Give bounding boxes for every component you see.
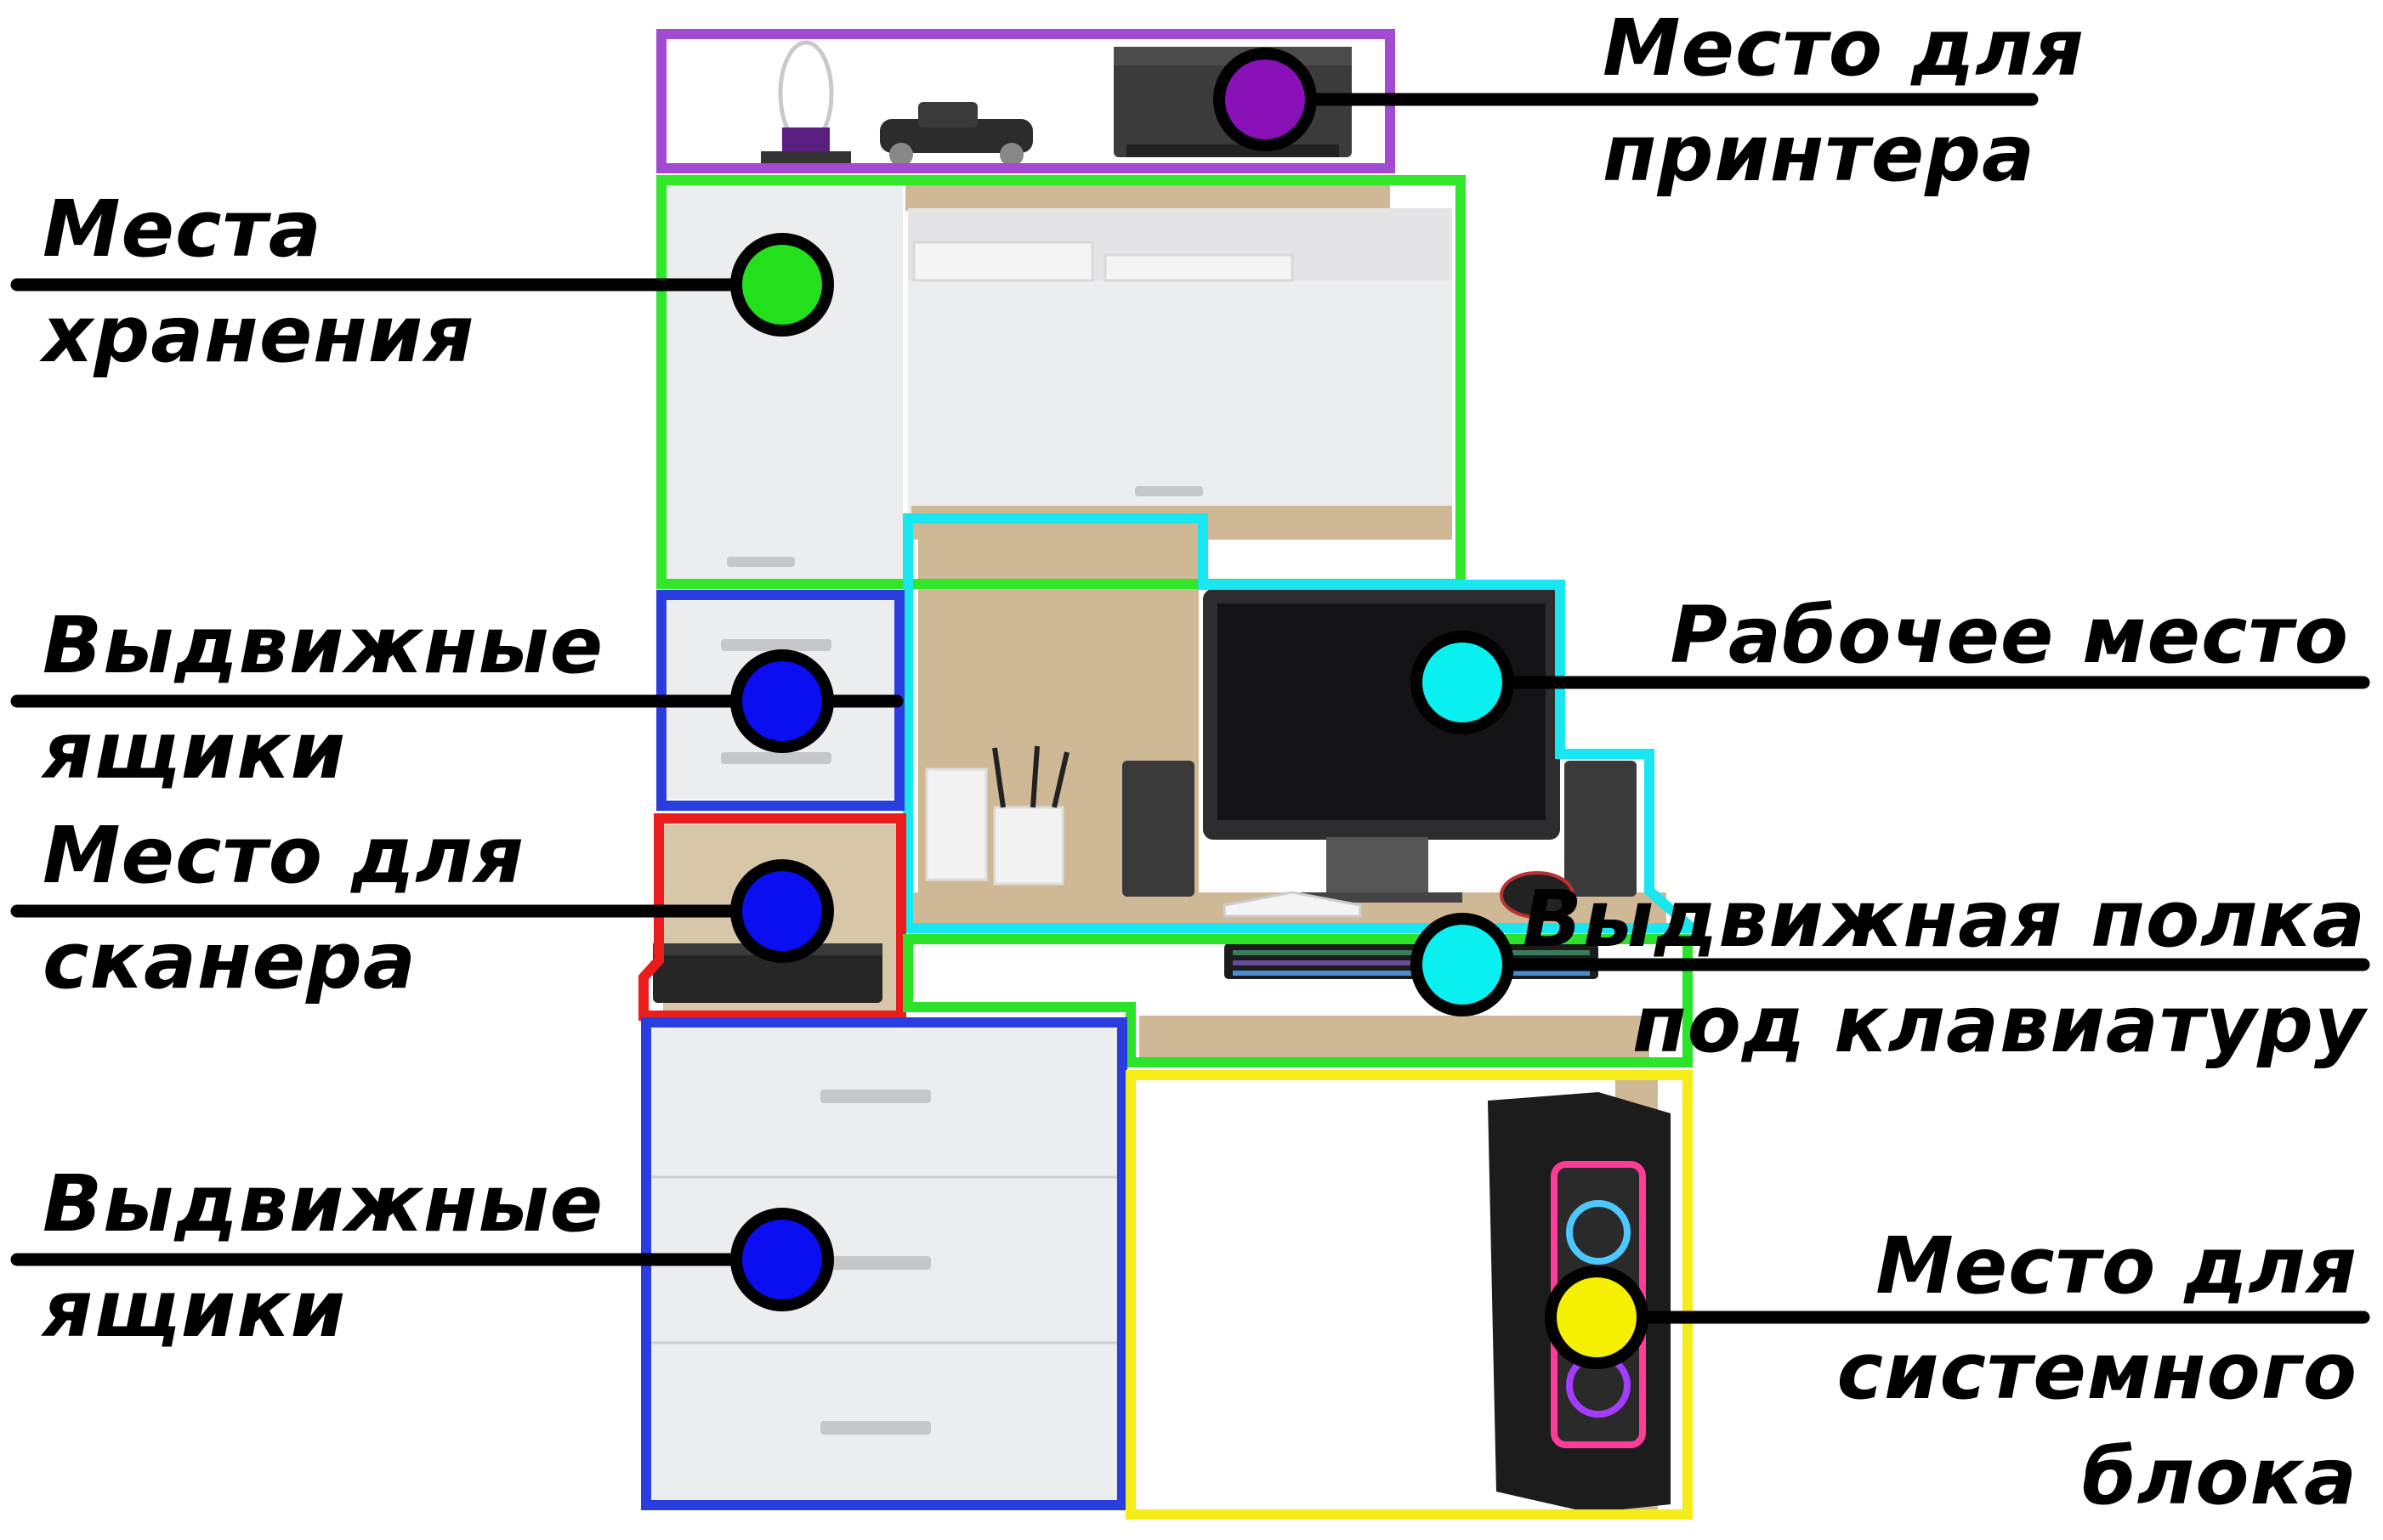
label-drawers-top-line2: ящики [43,705,347,796]
printer-marker-dot [1213,48,1317,151]
label-drawers-top: Выдвижные ящики [43,593,604,804]
drawers-bottom-marker-dot [730,1208,834,1311]
label-system-unit-line2: системного [1836,1326,2357,1417]
workspace-marker-dot [1410,631,1514,734]
lamp-icon [761,40,851,163]
label-system-unit-line3: блока [2081,1431,2357,1522]
label-drawers-bottom: Выдвижные ящики [43,1152,604,1362]
speaker-icon [1122,761,1637,897]
pen-cup-icon [925,745,1070,886]
storage-zone-outline [656,175,1466,589]
label-printer-line2: принтера [1603,108,2036,199]
storage-marker-dot [730,233,834,337]
label-scanner-line1: Место для [43,810,525,901]
label-drawers-bottom-line1: Выдвижные [43,1158,604,1249]
label-keyboard-shelf-line1: Выдвижная полка [1522,874,2366,965]
book-icon [1223,891,1362,918]
monitor-icon [1203,589,1560,903]
drawers-top-marker-dot [730,649,834,753]
zone-outlines [638,29,1705,1520]
toy-car-icon [880,102,1033,167]
keyboard-shelf-marker-dot [1410,913,1514,1016]
label-storage-line2: хранения [43,289,475,380]
label-workspace: Рабочее место [1670,583,2349,688]
scanner-zone-outline [638,813,906,1021]
label-keyboard-shelf: Выдвижная полка под клавиатуру [1523,867,2366,1078]
label-printer: Место для принтера [1603,0,2085,207]
label-workspace-line1: Рабочее место [1670,590,2349,681]
keyboard-shelf-zone-outline [903,934,1693,1067]
system-unit-zone-outline [1126,1070,1693,1520]
mouse-icon [1500,871,1574,919]
label-scanner-line2: сканера [43,915,417,1006]
label-system-unit: Место для системного блока [1837,1214,2358,1530]
system-unit-marker-dot [1545,1265,1648,1369]
label-system-unit-line1: Место для [1875,1220,2357,1311]
workspace-zone-outline [903,513,1705,933]
label-drawers-bottom-line2: ящики [43,1264,347,1355]
scanner-marker-dot [730,859,834,963]
label-printer-line1: Место для [1603,3,2085,93]
label-storage-line1: Места [43,184,322,275]
label-scanner: Место для сканера [43,803,525,1014]
label-storage: Места хранения [43,177,474,388]
marker-dots [730,48,1648,1369]
label-keyboard-shelf-line2: под клавиатуру [1632,979,2366,1070]
label-drawers-top-line1: Выдвижные [43,600,604,691]
scanner-icon [653,943,882,1003]
